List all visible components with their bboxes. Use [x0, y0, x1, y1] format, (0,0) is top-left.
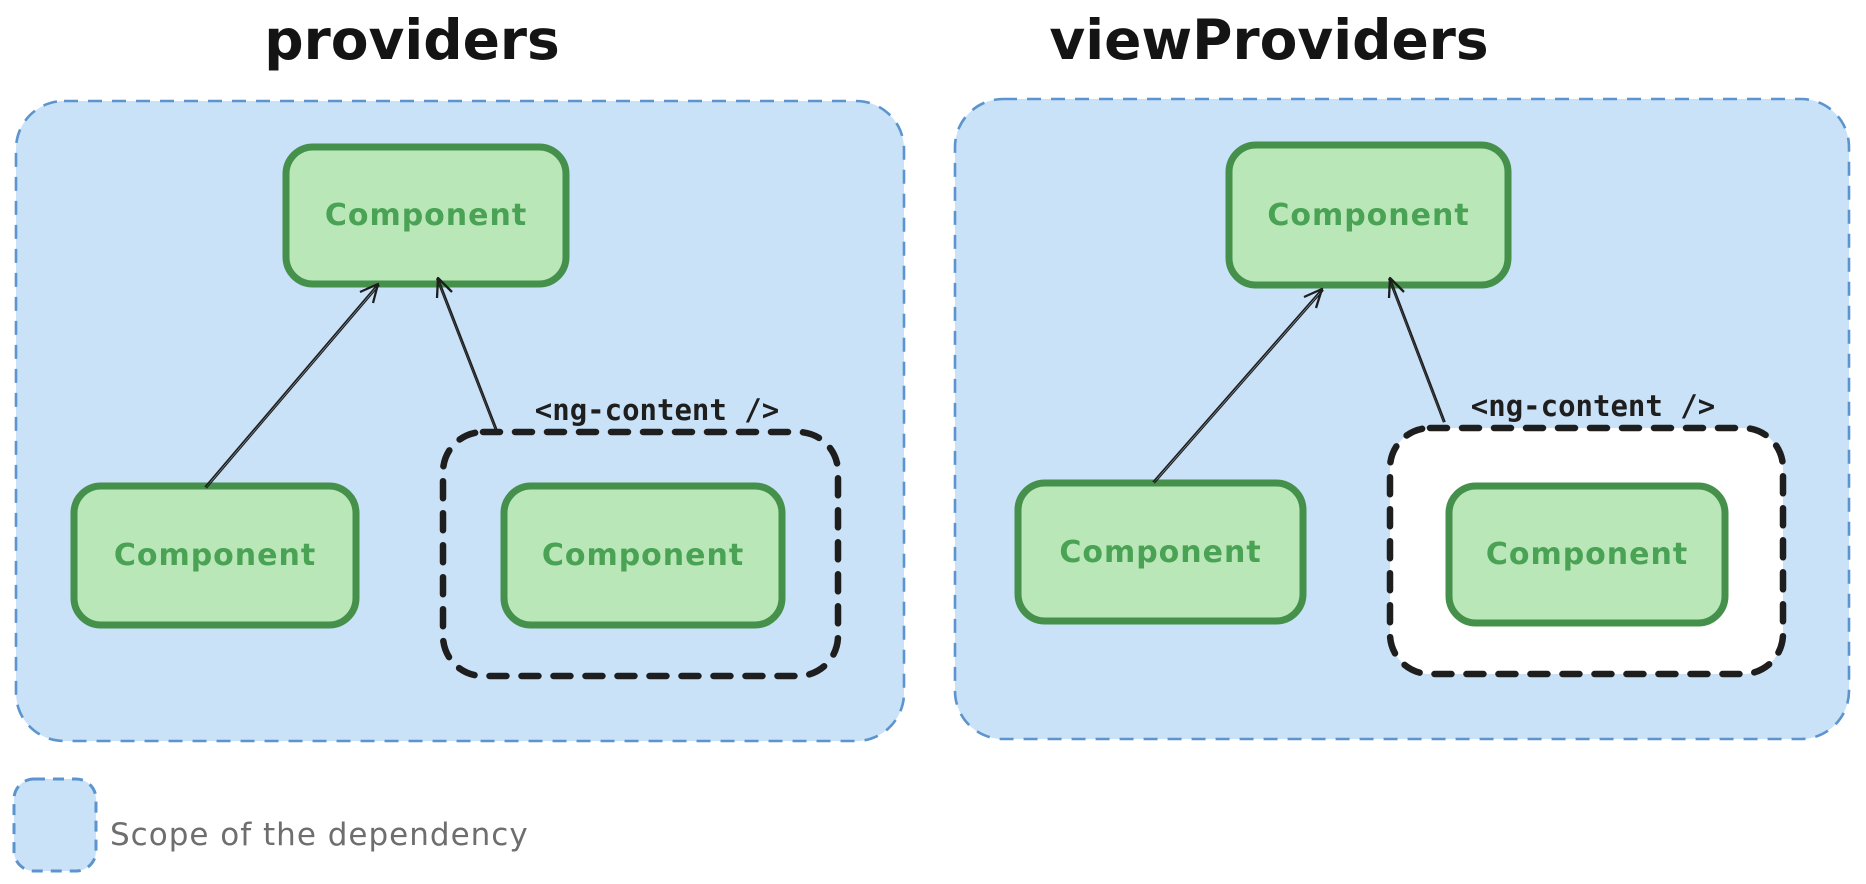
ng-content-label-left: <ng-content /> — [534, 393, 780, 427]
left-bottom-component-rect — [70, 482, 360, 629]
ng-content-box-left — [439, 428, 842, 680]
legend-scope-swatch — [12, 777, 98, 873]
view-providers-title: viewProviders — [1049, 8, 1489, 72]
left-top-component-label: Component — [324, 198, 528, 233]
right-top-component-rect — [1225, 141, 1512, 289]
left-projected-component-label: Component — [541, 538, 745, 573]
left-bottom-component-label: Component — [113, 538, 317, 573]
right-top-component-label: Component — [1267, 197, 1470, 233]
arrow-right-bottom-to-top — [1152, 287, 1324, 484]
arrow-left-bottom-to-top — [204, 282, 380, 489]
arrow-left-projected-to-top — [435, 276, 498, 431]
right-projected-component-label: Component — [1485, 537, 1689, 572]
left-top-component-rect — [282, 143, 570, 288]
legend-label: Scope of the dependency — [110, 817, 529, 853]
right-bottom-component-rect — [1014, 479, 1307, 625]
left-projected-component-rect — [500, 482, 786, 629]
arrow-right-projected-to-top — [1387, 276, 1446, 423]
ng-content-label-right: <ng-content /> — [1470, 389, 1716, 423]
right-bottom-component-label: Component — [1059, 534, 1262, 570]
providers-title: providers — [264, 8, 560, 72]
right-projected-component-rect — [1445, 482, 1729, 627]
